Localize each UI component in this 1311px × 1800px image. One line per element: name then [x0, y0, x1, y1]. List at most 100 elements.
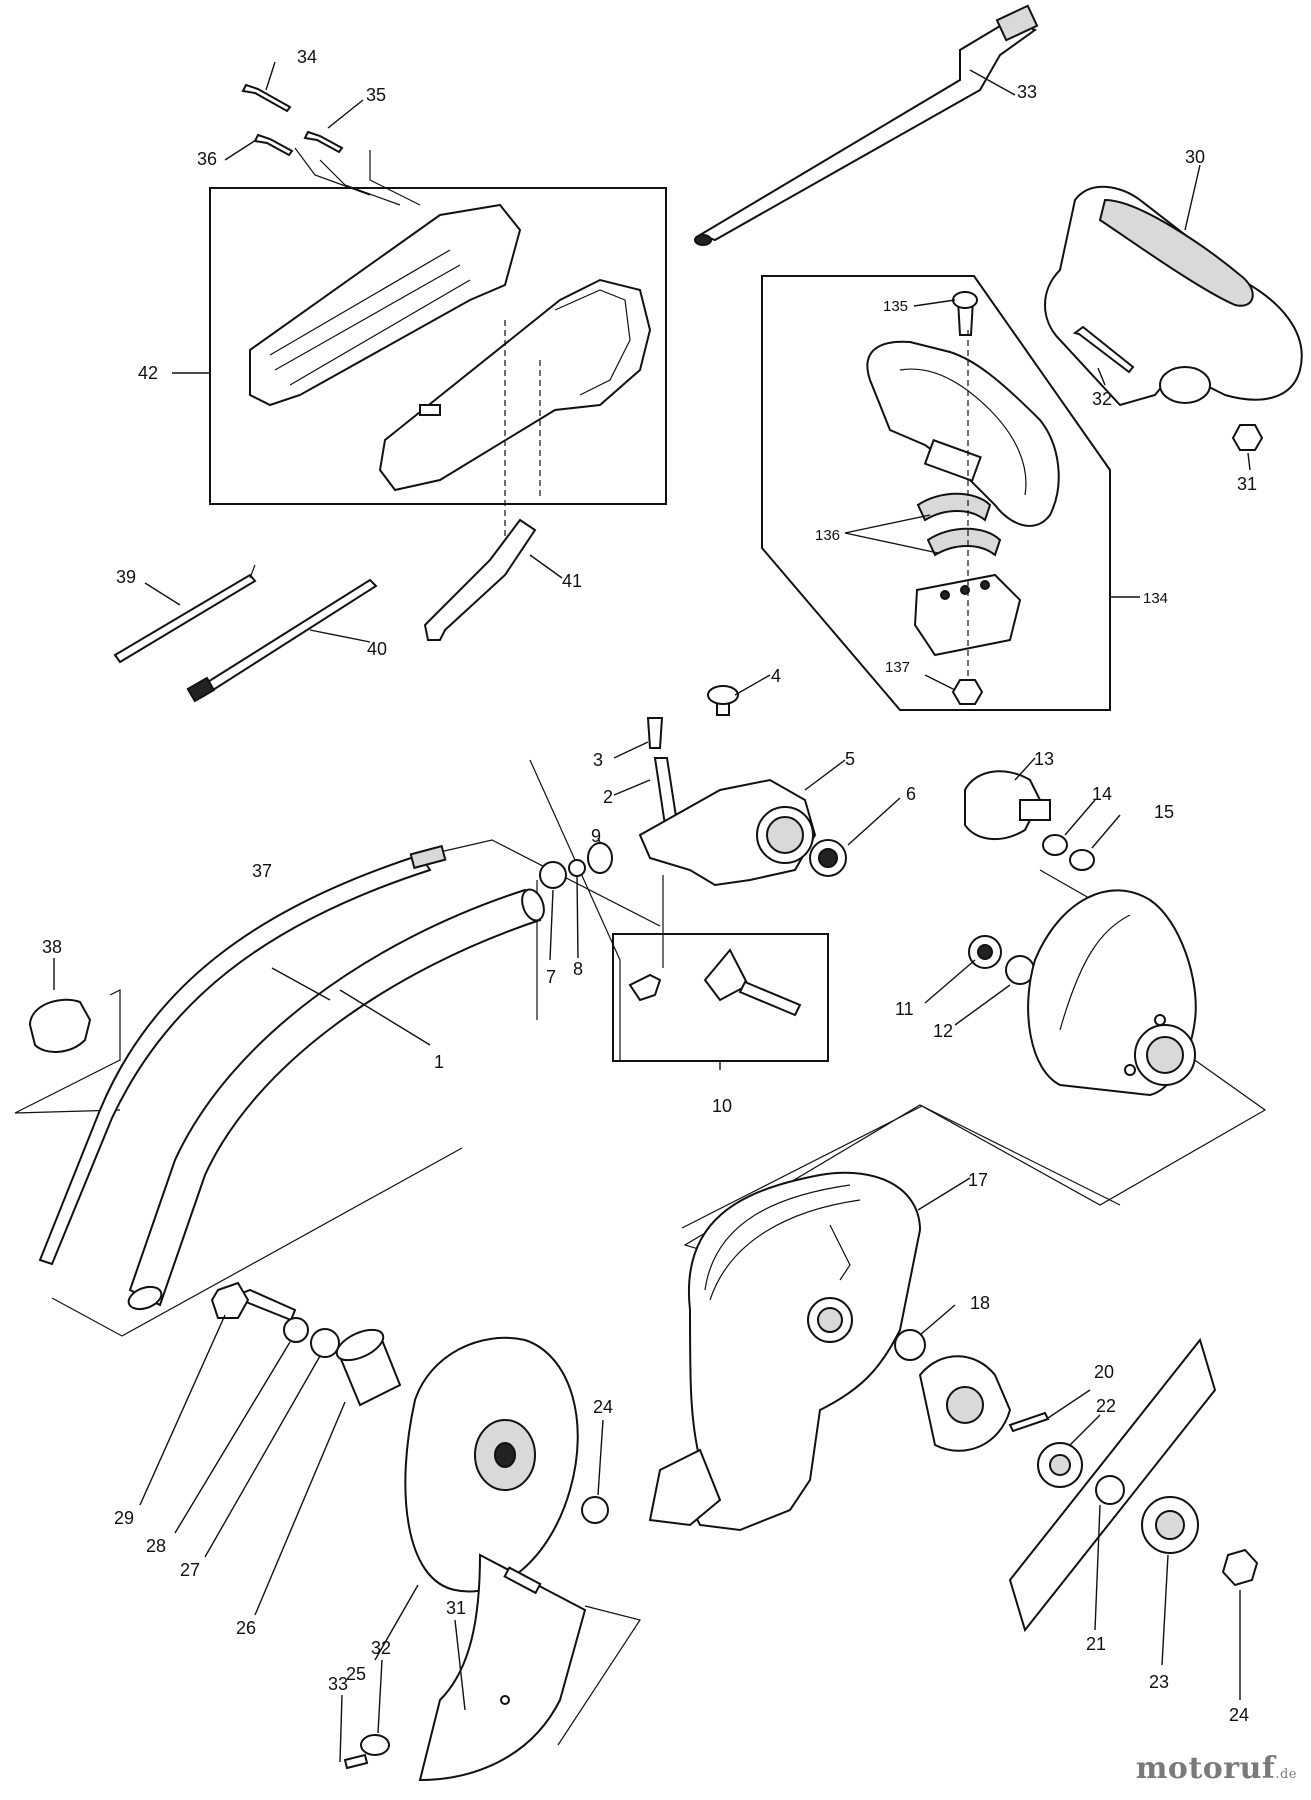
callout-39: 35	[366, 85, 386, 105]
callout-8: 8	[573, 959, 583, 979]
handle-assembly-134	[844, 291, 1140, 705]
nut-24	[1221, 1548, 1259, 1587]
callout-5: 5	[845, 749, 855, 769]
callout-135: 135	[883, 298, 908, 315]
assembly-46-frame	[209, 187, 667, 505]
screw-33	[343, 1753, 369, 1770]
cap-42	[28, 998, 92, 1053]
callout-9: 9	[591, 826, 601, 846]
skid-31	[418, 1553, 587, 1782]
cover-plate	[1027, 889, 1197, 1097]
lever-45	[423, 518, 537, 641]
nut-35	[1231, 424, 1264, 451]
screw-40	[253, 133, 294, 157]
callout-23: 23	[1149, 1672, 1169, 1692]
linkage-parts	[113, 518, 563, 703]
callout-4: 4	[771, 666, 781, 686]
pinion	[628, 973, 662, 1002]
assembly-134-frame	[761, 275, 1111, 711]
washer-28	[310, 1328, 340, 1358]
skid-parts	[339, 1553, 587, 1782]
screws-38-40	[224, 61, 421, 206]
washer-32	[360, 1734, 390, 1756]
callout-43: 39	[116, 567, 136, 587]
callout-12: 12	[933, 1021, 953, 1041]
shaft-parts	[28, 844, 545, 1311]
watermark-suffix: .de	[1275, 1767, 1297, 1782]
bolt-36	[1072, 325, 1135, 374]
watermark-brand: motoruf	[1135, 1751, 1276, 1786]
callout-45: 41	[562, 571, 582, 591]
ring-7	[539, 861, 567, 889]
cable-37	[694, 4, 1039, 246]
blade-parts	[894, 1304, 1259, 1700]
callout-20: 20	[1094, 1362, 1114, 1382]
callout-27: 26	[236, 1618, 256, 1638]
callout-33: 33	[328, 1674, 348, 1694]
callout-38: 34	[297, 47, 317, 67]
callout-136: 136	[815, 527, 840, 544]
washer-25	[581, 1496, 609, 1524]
assembly-10-frame	[612, 933, 829, 1062]
callout-11: 11	[895, 999, 914, 1019]
callout-7: 7	[546, 967, 556, 987]
gear-shaft	[738, 980, 802, 1017]
screw-38	[241, 83, 292, 113]
clamp-136-bottom	[926, 527, 1002, 557]
washer-14	[1042, 834, 1068, 856]
callout-34: 30	[1185, 147, 1205, 167]
drive-cable-41	[38, 853, 432, 1266]
callout-25: 24	[593, 1397, 613, 1417]
callout-41: 37	[252, 861, 272, 881]
callout-17: 17	[968, 1170, 988, 1190]
cable-43	[113, 573, 257, 664]
callout-26: 25	[346, 1664, 366, 1684]
screw-39	[303, 130, 344, 154]
callout-32: 32	[371, 1638, 391, 1658]
clamp-136-top	[916, 492, 992, 522]
callout-13: 13	[1034, 749, 1054, 769]
callout-134: 134	[1143, 590, 1168, 607]
callout-44: 40	[367, 639, 387, 659]
washer-8	[568, 859, 586, 877]
guard-17	[648, 1171, 971, 1532]
watermark-logo: motoruf.de	[1136, 1751, 1297, 1786]
nut-137	[951, 679, 984, 705]
bearing-9	[587, 842, 613, 874]
callout-24: 24	[1229, 1705, 1249, 1725]
callout-14: 14	[1092, 784, 1112, 804]
callout-15: 15	[1154, 802, 1174, 822]
callout-35: 31	[1237, 474, 1257, 494]
callout-29: 28	[146, 1536, 166, 1556]
housing-assembly-46	[249, 203, 652, 540]
bolt-3	[646, 717, 664, 749]
callout-46: 42	[138, 363, 158, 383]
housing-right-half	[378, 278, 652, 492]
callout-42: 38	[42, 937, 62, 957]
callout-6: 6	[906, 784, 916, 804]
callout-28: 27	[180, 1560, 200, 1580]
shaft-tube-1	[128, 888, 542, 1307]
frame-lines	[14, 187, 1267, 1746]
callout-137: 137	[885, 659, 910, 676]
callout-labels: 34 35 36 33 30 32 31 42 135 136 134 137 …	[42, 47, 1257, 1725]
screw-20	[1008, 1411, 1050, 1433]
washer-29	[283, 1317, 309, 1343]
gear-head-parts	[539, 674, 1121, 1070]
callout-22: 22	[1096, 1396, 1116, 1416]
callout-40: 36	[197, 149, 217, 169]
callout-10: 10	[712, 1096, 732, 1116]
callout-3: 3	[593, 750, 603, 770]
callout-2: 2	[603, 787, 613, 807]
housing-left-half	[249, 203, 522, 407]
callout-18: 18	[970, 1293, 990, 1313]
callout-36: 32	[1092, 389, 1112, 409]
loop-handle-34	[1044, 164, 1303, 407]
spacer-18	[894, 1329, 926, 1361]
callout-21: 21	[1086, 1634, 1106, 1654]
callout-31: 31	[446, 1598, 466, 1618]
callout-37: 33	[1017, 82, 1037, 102]
callout-1: 1	[434, 1052, 444, 1072]
wheel-parts	[139, 1281, 609, 1661]
